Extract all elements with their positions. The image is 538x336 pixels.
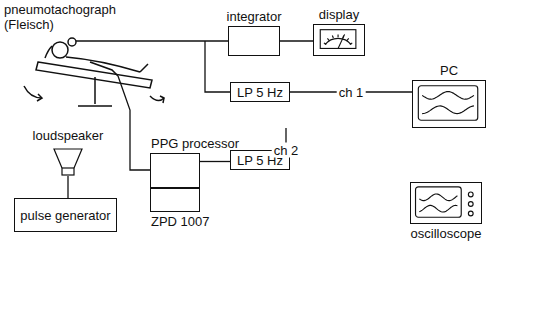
tilt-arrowhead: [160, 96, 164, 103]
meter-scale: [325, 38, 351, 44]
box-heading: PPG processor: [151, 136, 239, 151]
scope-drawing: [416, 187, 474, 223]
meter-tick: [338, 34, 339, 37]
meter-face: [320, 30, 356, 49]
display-box: display: [313, 24, 365, 56]
meter-icon: [314, 25, 364, 55]
oscilloscope-box: oscilloscope: [410, 182, 482, 224]
signal-line: [67, 176, 68, 198]
couch-stand: [78, 77, 112, 106]
device-label: pneumotachograph (Fleisch): [4, 2, 126, 32]
processor-box: PPG processor: [150, 153, 200, 188]
box-heading: integrator: [227, 9, 282, 24]
channel-label: ch 1: [337, 85, 366, 100]
pneumotachograph: [68, 38, 76, 46]
waveform: [422, 92, 474, 100]
screen: [416, 187, 462, 217]
meter-needle: [338, 34, 345, 48]
generator-box: pulse generator: [14, 198, 117, 232]
screen-drawing: [418, 86, 477, 121]
scope-icon: [411, 183, 481, 223]
meter-tick: [350, 43, 353, 44]
meter-drawing: [320, 30, 356, 49]
filter-box: LP 5 Hz: [230, 82, 290, 102]
speaker-drawing: [54, 149, 82, 175]
meter-tick: [332, 35, 333, 38]
couch: [36, 62, 152, 88]
speaker-magnet: [62, 168, 74, 175]
ppg-wire: [118, 76, 150, 170]
screen: [418, 86, 477, 121]
computer-box: PC: [412, 80, 486, 128]
signal-line: [200, 161, 230, 162]
flow-wire-branch: [205, 41, 230, 92]
knob: [468, 192, 473, 197]
patient-on-tilt-couch: [24, 38, 164, 106]
box-label: LP 5 Hz: [231, 83, 289, 101]
screen-icon: [413, 81, 485, 127]
knob: [468, 202, 473, 207]
box-heading: PC: [440, 63, 458, 78]
box-heading: oscilloscope: [411, 226, 482, 241]
patient-head: [52, 42, 68, 58]
patient-shoulder: [45, 46, 52, 58]
channel-label: ch 2: [272, 143, 301, 158]
integrator-box: integrator: [228, 26, 280, 56]
box-heading: ZPD 1007: [151, 214, 210, 229]
meter-tick: [327, 38, 329, 40]
waveform: [419, 194, 457, 201]
waveform: [422, 106, 474, 114]
patient-body: [66, 57, 148, 76]
signal-line: [280, 40, 313, 41]
box-heading: loudspeaker: [33, 128, 104, 143]
meter-tick: [347, 38, 349, 40]
waveform: [419, 205, 457, 212]
speaker-icon: [52, 146, 84, 176]
box-heading: display: [319, 7, 359, 22]
tilt-arrowhead: [37, 94, 42, 101]
box-label: pulse generator: [15, 199, 116, 231]
speaker-cone: [54, 149, 82, 168]
sensor-box: ZPD 1007: [150, 188, 200, 212]
knob: [468, 211, 473, 216]
loudspeaker-symbol: loudspeaker: [52, 146, 84, 176]
meter-tick: [324, 43, 327, 44]
